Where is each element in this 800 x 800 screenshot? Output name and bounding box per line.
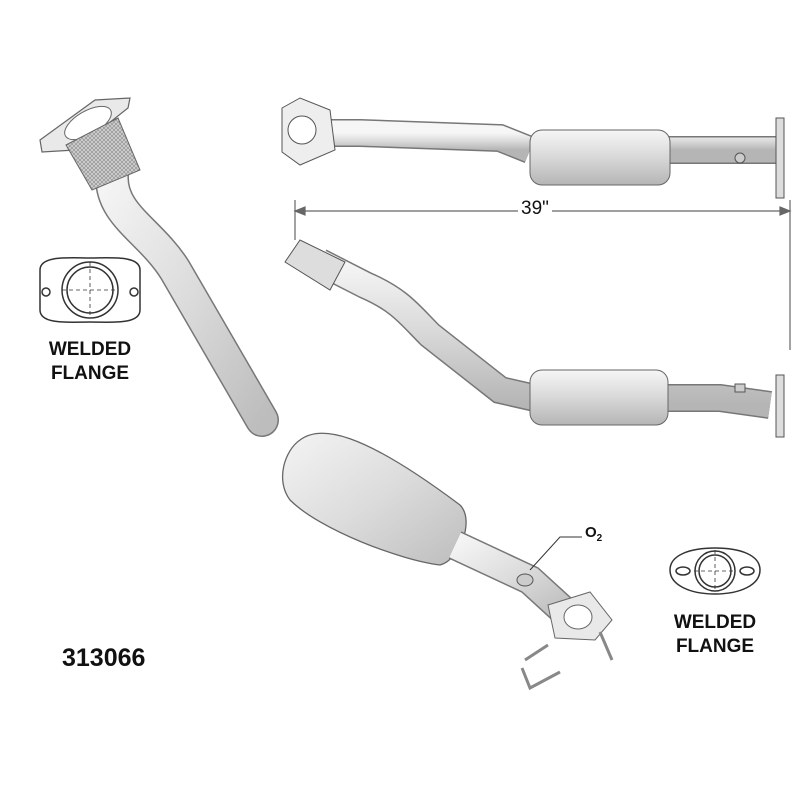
- welded-flange-icon-right: [669, 547, 761, 595]
- flex-pipe: [65, 117, 141, 191]
- inlet-flange: [39, 97, 131, 153]
- label-line1: WELDED: [673, 612, 757, 633]
- welded-flange-label-left: WELDED FLANGE: [30, 338, 150, 386]
- outlet-flange: [520, 591, 614, 691]
- welded-flange-label-right: WELDED FLANGE: [655, 611, 775, 659]
- o2-leader-line: [529, 536, 582, 571]
- part-number: 313066: [62, 644, 146, 672]
- side-view-assembly: [284, 239, 785, 438]
- o2-sensor-bung: [516, 573, 534, 587]
- o2-sub: 2: [596, 533, 603, 544]
- converter-body: [281, 432, 467, 566]
- o2-main: O: [585, 524, 597, 541]
- top-view-assembly: [281, 97, 785, 199]
- label-line1: WELDED: [48, 339, 132, 360]
- welded-flange-icon-left: [39, 257, 141, 323]
- label-line2: FLANGE: [675, 636, 755, 657]
- label-line2: FLANGE: [50, 363, 130, 384]
- main-exhaust-assembly: [39, 97, 614, 691]
- dimension-label: 39": [518, 198, 552, 220]
- o2-sensor-label: O2: [585, 524, 602, 544]
